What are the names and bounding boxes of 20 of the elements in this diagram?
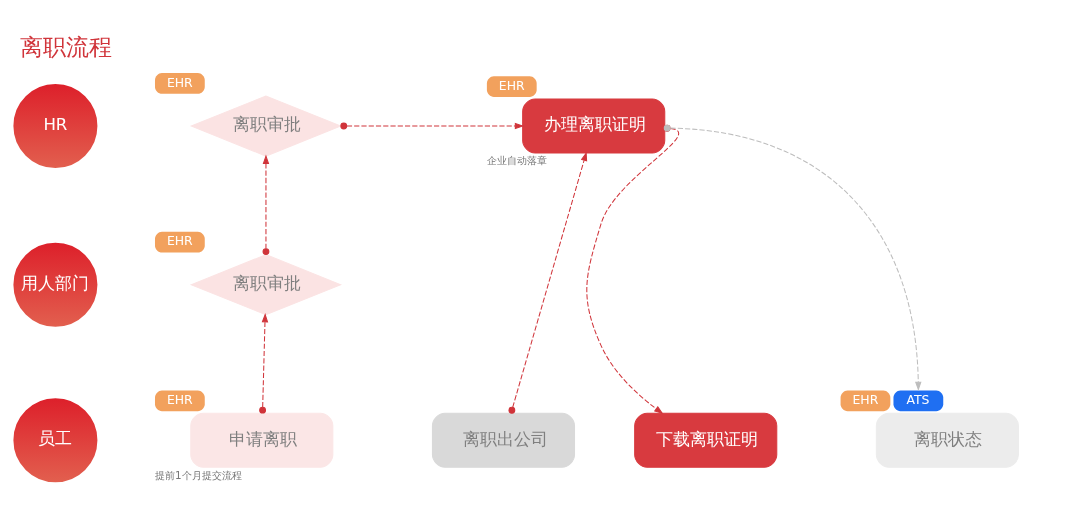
node-circle: 员工 <box>11 396 100 485</box>
node-label: EHR <box>852 392 879 408</box>
node-label: EHR <box>166 392 193 408</box>
node-circle: 用人部门 <box>11 240 100 329</box>
arrow <box>262 154 270 255</box>
node-label: ATS <box>906 392 930 408</box>
node-label: 企业自动落章 <box>486 154 547 167</box>
node-label: EHR <box>166 233 193 249</box>
node-label: EHR <box>166 74 193 90</box>
node-circle: HR <box>11 81 100 171</box>
diagram-title: 离职流程 <box>20 33 113 60</box>
node-box: 下载离职证明 <box>634 412 778 468</box>
arrow <box>663 124 922 392</box>
arrow <box>259 313 269 414</box>
node-box: 离职出公司 <box>431 412 576 468</box>
arrow <box>586 124 680 415</box>
node-label: 提前1个月提交流程 <box>154 468 242 481</box>
arrow <box>508 151 588 414</box>
node-label: EHR <box>498 77 525 93</box>
arrow <box>340 122 525 130</box>
